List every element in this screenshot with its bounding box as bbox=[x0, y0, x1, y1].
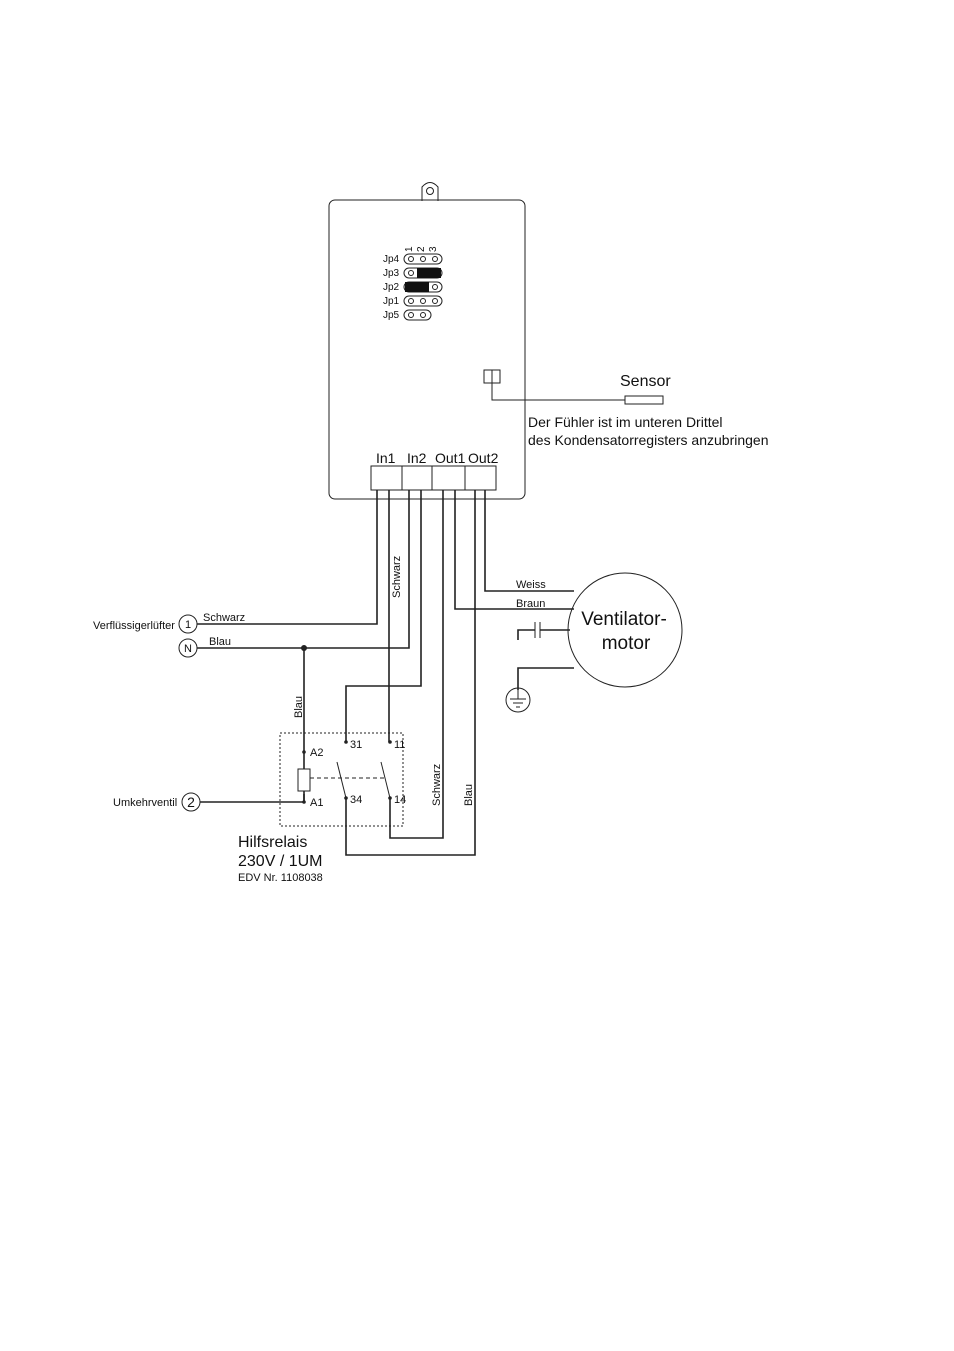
terminal-label-out1: Out1 bbox=[435, 450, 466, 466]
relay-title: Hilfsrelais bbox=[238, 834, 307, 851]
motor-circle bbox=[567, 572, 683, 688]
pin-number-1: 1 bbox=[404, 246, 415, 252]
relay-terminal-11: 11 bbox=[394, 739, 405, 751]
terminal-1-circle bbox=[178, 614, 198, 634]
auxiliary-relay: A2 A1 31 11 34 14 Hilfsrelais 230V / 1UM… bbox=[238, 732, 406, 884]
wire-label-blau-out: Blau bbox=[463, 784, 475, 806]
relay-contact-31-34 bbox=[336, 761, 347, 799]
wire-label-schwarz-1: Schwarz bbox=[203, 612, 245, 624]
terminal-label-in1: In1 bbox=[376, 450, 396, 466]
relay-terminal-14: 14 bbox=[394, 794, 406, 806]
relay-terminal-a2: A2 bbox=[310, 747, 323, 759]
terminal-2-number: 2 bbox=[187, 794, 195, 810]
pin-number-3: 3 bbox=[428, 246, 439, 252]
sensor-connection: Sensor Der Fühler ist im unteren Drittel… bbox=[483, 369, 769, 448]
terminal-label-in2: In2 bbox=[407, 450, 427, 466]
sensor-probe bbox=[624, 395, 664, 405]
jumper-label-jp2: Jp2 bbox=[383, 282, 400, 293]
wire-label-weiss: Weiss bbox=[516, 579, 546, 591]
relay-edv-number: EDV Nr. 1108038 bbox=[238, 872, 323, 884]
sensor-label: Sensor bbox=[620, 373, 671, 390]
wire-label-schwarz-in1: Schwarz bbox=[391, 556, 403, 598]
input-terminals: Verflüssigerlüfter 1 N Umkehrventil 2 bbox=[93, 614, 201, 812]
neutral-terminal-circle bbox=[178, 638, 198, 658]
ventilator-motor: Ventilator- motor bbox=[505, 572, 683, 713]
neutral-terminal-label: N bbox=[184, 643, 192, 655]
jumper-label-jp4: Jp4 bbox=[383, 254, 400, 265]
jumper-label-jp1: Jp1 bbox=[383, 296, 400, 307]
relay-terminal-34: 34 bbox=[350, 794, 362, 806]
relay-contact-11-14 bbox=[380, 761, 391, 799]
jumper-label-jp5: Jp5 bbox=[383, 310, 400, 321]
jumper-label-jp3: Jp3 bbox=[383, 268, 400, 279]
jumper-jp2-bridge bbox=[405, 282, 429, 292]
jumper-jp3-bridge bbox=[417, 268, 441, 278]
relay-rating: 230V / 1UM bbox=[238, 853, 322, 870]
jumper-jp5 bbox=[403, 309, 432, 321]
motor-label-line1: Ventilator- bbox=[581, 609, 667, 630]
wire-label-schwarz-out: Schwarz bbox=[431, 764, 443, 806]
sensor-note-line1: Der Fühler ist im unteren Drittel bbox=[528, 414, 723, 430]
motor-label-line2: motor bbox=[602, 633, 651, 654]
jumper-block: 1 2 3 Jp4 Jp3 Jp2 Jp1 Jp5 bbox=[383, 246, 443, 321]
relay-terminal-31: 31 bbox=[350, 739, 362, 751]
terminal-block: In1 In2 Out1 Out2 bbox=[370, 450, 499, 491]
jumper-jp4 bbox=[403, 253, 443, 265]
controller-housing bbox=[328, 182, 526, 500]
verfluessigerluefter-label: Verflüssigerlüfter bbox=[93, 620, 175, 632]
relay-coil bbox=[297, 768, 311, 792]
terminal-2-circle bbox=[181, 792, 201, 812]
terminal-label-out2: Out2 bbox=[468, 450, 499, 466]
jumper-jp1 bbox=[403, 295, 443, 307]
terminal-1-number: 1 bbox=[185, 619, 191, 631]
wire-label-blau-relay: Blau bbox=[293, 696, 305, 718]
wire-labels: Schwarz Blau Schwarz Blau Schwarz Blau W… bbox=[203, 556, 546, 806]
wire-label-blau-n: Blau bbox=[209, 636, 231, 648]
umkehrventil-label: Umkehrventil bbox=[113, 797, 177, 809]
pin-number-2: 2 bbox=[416, 246, 427, 252]
relay-terminal-a1: A1 bbox=[310, 797, 323, 809]
sensor-note-line2: des Kondensatorregisters anzubringen bbox=[528, 432, 769, 448]
relay-outline bbox=[279, 732, 404, 827]
ground-icon bbox=[505, 687, 531, 713]
wire-label-braun: Braun bbox=[516, 598, 545, 610]
